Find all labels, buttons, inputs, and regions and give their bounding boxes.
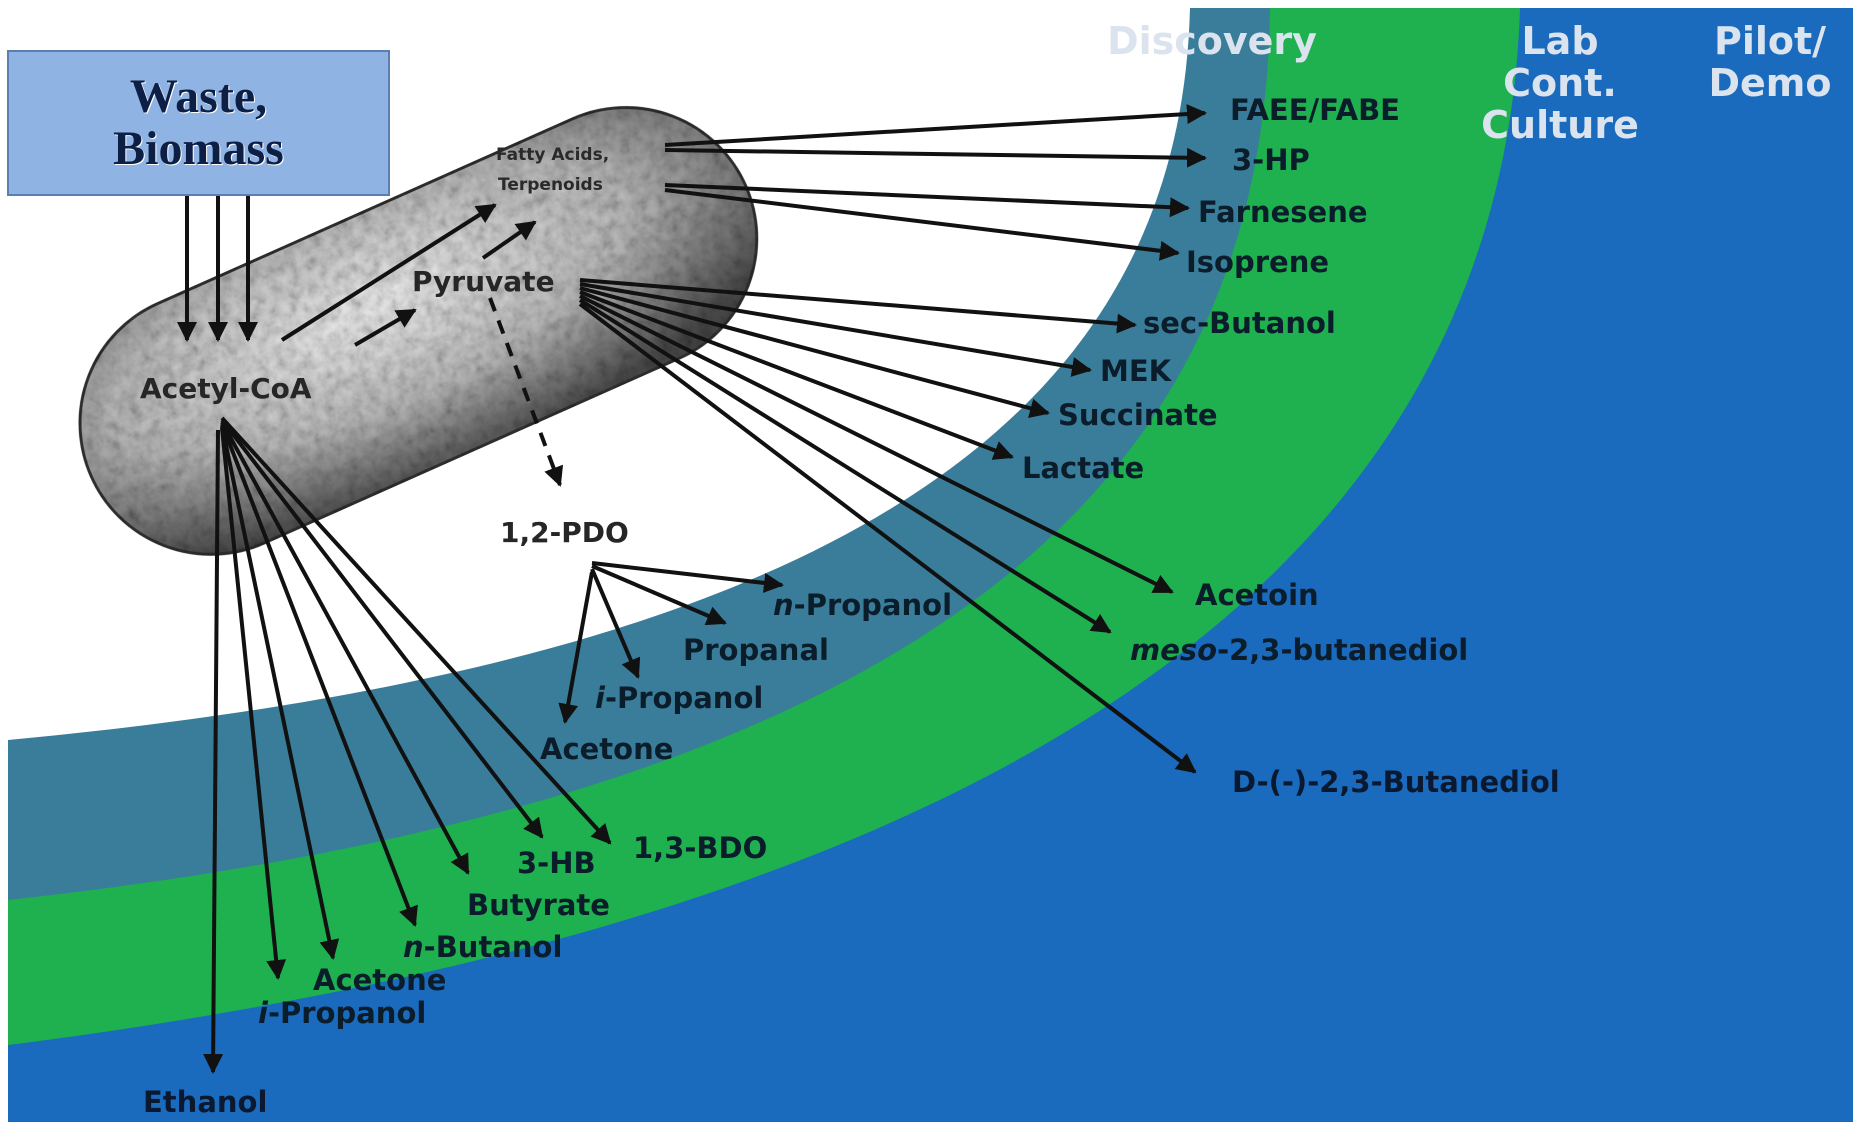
product-3hb: 3-HB (517, 846, 596, 880)
product-mek: MEK (1100, 354, 1173, 388)
product-ethanol: Ethanol (143, 1085, 267, 1119)
product-propanal: Propanal (683, 633, 829, 667)
stage-lab-label-2: Cont. (1503, 61, 1617, 105)
node-fatty-acids: Fatty Acids, (496, 145, 609, 165)
product-13-bdo: 1,3-BDO (633, 831, 767, 865)
node-acetyl-coa: Acetyl-CoA (140, 372, 312, 405)
stage-lab-label-1: Lab (1521, 19, 1598, 63)
product-n-propanol: n-Propanol (773, 588, 952, 622)
product-3hp: 3-HP (1232, 143, 1310, 177)
meso-rest: -2,3-butanediol (1217, 633, 1468, 667)
i-propanol-rest: -Propanol (605, 681, 763, 715)
product-butyrate: Butyrate (467, 888, 610, 922)
source-box: Waste, Biomass (7, 50, 390, 196)
product-isoprene: Isoprene (1186, 245, 1329, 279)
i-propanol2-rest: -Propanol (268, 996, 426, 1030)
n-propanol-rest: -Propanol (794, 588, 952, 622)
product-lactate: Lactate (1022, 451, 1144, 485)
stage-discovery-label: Discovery (1107, 19, 1317, 63)
product-acetone-pdo: Acetone (540, 732, 673, 766)
stage-lab-label-3: Culture (1481, 103, 1639, 147)
product-i-propanol-pdo: i-Propanol (595, 681, 763, 715)
product-i-propanol: i-Propanol (258, 996, 426, 1030)
stage-pilot-label-1: Pilot/ (1714, 19, 1826, 63)
source-line-1: Waste, (130, 71, 267, 123)
product-n-butanol: n-Butanol (403, 930, 562, 964)
product-acetoin: Acetoin (1195, 578, 1319, 612)
node-pyruvate: Pyruvate (412, 265, 555, 298)
product-sec-butanol: sec-Butanol (1143, 306, 1336, 340)
product-d-butanediol: D-(-)-2,3-Butanediol (1232, 765, 1560, 799)
meso-prefix: meso (1130, 633, 1217, 667)
source-line-2: Biomass (113, 123, 284, 175)
node-12-pdo: 1,2-PDO (500, 516, 629, 549)
product-succinate: Succinate (1058, 398, 1218, 432)
n-prefix: n (773, 588, 794, 622)
n-prefix-butanol: n (403, 930, 424, 964)
stage-pilot-label-2: Demo (1708, 61, 1831, 105)
n-butanol-rest: -Butanol (424, 930, 563, 964)
product-meso-butanediol: meso-2,3-butanediol (1130, 633, 1468, 667)
node-terpenoids: Terpenoids (498, 175, 603, 195)
product-farnesene: Farnesene (1198, 195, 1368, 229)
product-faee: FAEE/FABE (1230, 93, 1400, 127)
product-acetone: Acetone (313, 963, 446, 997)
